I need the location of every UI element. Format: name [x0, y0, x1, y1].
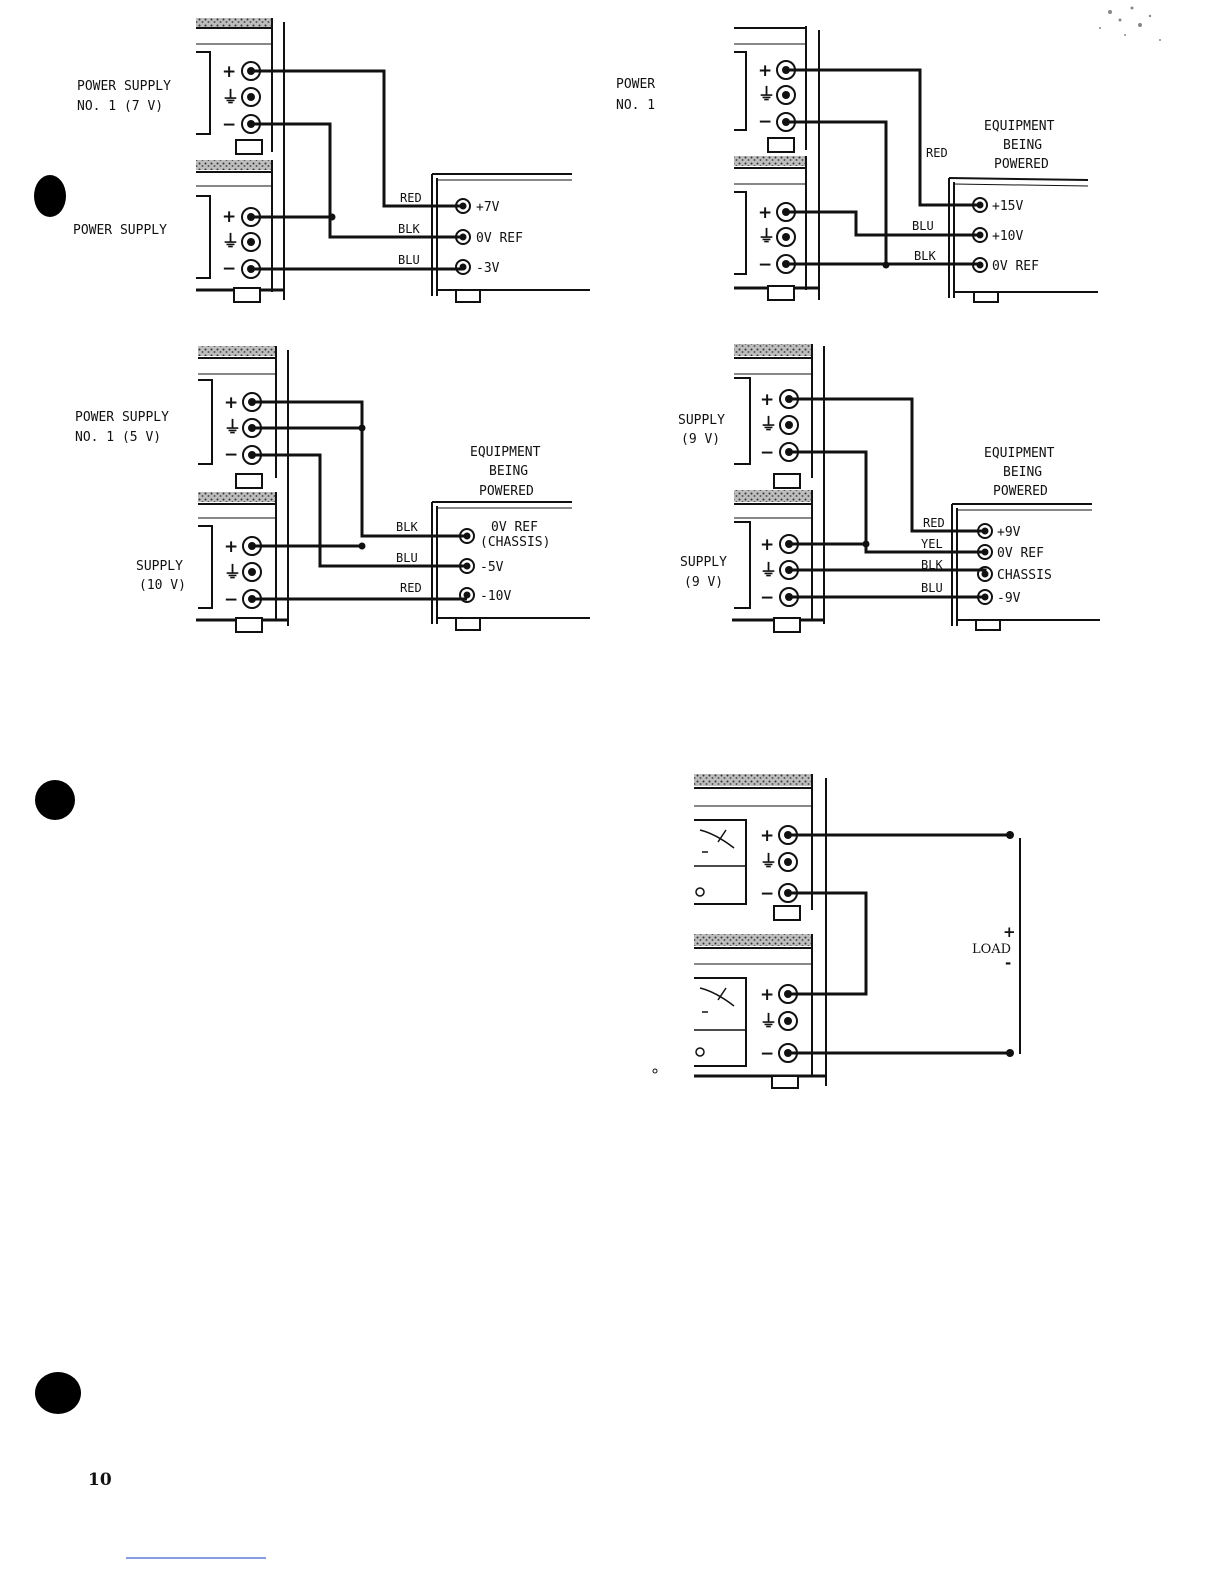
equipment-terminal-0vref: 0V REF: [476, 231, 523, 246]
wire-label-red: RED: [923, 516, 945, 530]
equipment-terminal-0vref: 0V REF: [491, 520, 538, 535]
equipment-terminal-plus10v: +10V: [992, 229, 1023, 244]
terminal-symbol-plus: +: [222, 207, 236, 227]
load-plus-label: +: [1003, 923, 1016, 941]
equipment-terminal-0vref: 0V REF: [992, 259, 1039, 274]
terminal-symbol-minus: −: [760, 1044, 774, 1064]
equipment-terminal-minus5v: -5V: [480, 560, 504, 575]
terminal-symbol-plus: +: [224, 393, 238, 413]
terminal-symbol-minus: −: [760, 588, 774, 608]
wire-label-blk: BLK: [914, 249, 936, 263]
diagram-series-load: + ⏚ − + ⏚ − + LOAD -: [652, 774, 1021, 1089]
supply-2-label-line2: (9 V): [684, 575, 723, 590]
equipment-terminal-plus9v: +9V: [997, 525, 1021, 540]
wire-label-blk: BLK: [396, 520, 418, 534]
terminal-symbol-plus: +: [760, 826, 774, 846]
terminal-symbol-minus: −: [224, 590, 238, 610]
terminal-symbol-minus: −: [222, 259, 236, 279]
equipment-terminal-chassis: (CHASSIS): [480, 535, 550, 550]
terminal-symbol-ground: ⏚: [224, 563, 241, 583]
wire-label-blu: BLU: [396, 551, 418, 565]
wire-label-red: RED: [400, 191, 422, 205]
terminal-symbol-ground: ⏚: [758, 85, 775, 105]
meter-scale-icon: [699, 987, 735, 1013]
wire-label-blk: BLK: [398, 222, 420, 236]
terminal-symbol-minus: −: [222, 115, 236, 135]
equipment-terminal-chassis: CHASSIS: [997, 568, 1052, 583]
supply-1-label-line2: (9 V): [681, 432, 720, 447]
diagram-negative-5v-10v: + ⏚ − + ⏚ − POWER SUPPLY NO. 1 (5 V) SUP…: [75, 346, 590, 633]
terminal-symbol-minus: −: [224, 445, 238, 465]
wire-label-red: RED: [926, 146, 948, 160]
supply-1-label-line1: POWER SUPPLY: [77, 79, 171, 94]
terminal-symbol-ground: ⏚: [224, 418, 241, 438]
wire-label-blk: BLK: [921, 558, 943, 572]
terminal-symbol-plus: +: [224, 537, 238, 557]
supply-2-label: POWER SUPPLY: [73, 223, 167, 238]
terminal-symbol-ground: ⏚: [760, 1012, 777, 1032]
meter-scale-icon: [699, 829, 735, 853]
terminal-symbol-ground: ⏚: [760, 415, 777, 435]
terminal-symbol-ground: ⏚: [760, 561, 777, 581]
supply-2-label-line2: (10 V): [139, 578, 186, 593]
wire-label-red: RED: [400, 581, 422, 595]
punch-hole-top: [34, 175, 66, 217]
terminal-symbol-minus: −: [760, 443, 774, 463]
diagram-parallel-15v-10v: + ⏚ − + ⏚ − POWER NO. 1 EQUIPMENT BEING …: [616, 26, 1098, 303]
equipment-label-line3: POWERED: [479, 484, 534, 499]
equipment-terminal-minus10v: -10V: [480, 589, 511, 604]
supply-1-label-line2: NO. 1 (5 V): [75, 430, 161, 445]
equipment-terminal-plus7v: +7V: [476, 200, 500, 215]
print-speckle: [1099, 6, 1161, 41]
supply-2-label-line1: SUPPLY: [136, 559, 183, 574]
terminal-symbol-plus: +: [760, 390, 774, 410]
supply-1-label-line1: SUPPLY: [678, 413, 725, 428]
equipment-label-line3: POWERED: [993, 484, 1048, 499]
meter-knob-icon: [695, 1047, 705, 1057]
wire-label-blu: BLU: [921, 581, 943, 595]
terminal-symbol-plus: +: [760, 535, 774, 555]
terminal-symbol-ground: ⏚: [758, 227, 775, 247]
punch-hole-bottom: [35, 1372, 81, 1414]
equipment-label-line1: EQUIPMENT: [984, 119, 1055, 134]
meter-knob-icon: [695, 887, 705, 897]
terminal-symbol-minus: −: [758, 255, 772, 275]
equipment-label-line1: EQUIPMENT: [984, 446, 1055, 461]
terminal-symbol-ground: ⏚: [222, 88, 239, 108]
equipment-label-line3: POWERED: [994, 157, 1049, 172]
wires: [251, 69, 463, 271]
equipment-terminal-plus15v: +15V: [992, 199, 1023, 214]
terminal-symbol-plus: +: [222, 62, 236, 82]
page-number: 10: [88, 1470, 112, 1490]
supply-1-label-line1: POWER: [616, 77, 655, 92]
wire-label-blu: BLU: [398, 253, 420, 267]
equipment-label-line2: BEING: [489, 464, 528, 479]
diagram-dual-9v: + ⏚ − + ⏚ − SUPPLY (9 V) SUPPLY (9 V) EQ…: [678, 344, 1100, 633]
equipment-terminal-minus9v: -9V: [997, 591, 1021, 606]
equipment-label-line1: EQUIPMENT: [470, 445, 541, 460]
diagram-series-7v-3v: + ⏚ − + ⏚ − POWER SUPPLY NO. 1 (7 V) POW…: [73, 18, 590, 303]
load-label: LOAD: [972, 942, 1011, 957]
wire-label-yel: YEL: [921, 537, 943, 551]
equipment-label-line2: BEING: [1003, 465, 1042, 480]
load-minus-label: -: [1005, 954, 1011, 972]
equipment-terminal-0vref: 0V REF: [997, 546, 1044, 561]
terminal-symbol-plus: +: [758, 203, 772, 223]
terminal-symbol-minus: −: [760, 884, 774, 904]
equipment-label-line2: BEING: [1003, 138, 1042, 153]
terminal-symbol-ground: ⏚: [760, 852, 777, 872]
equipment-terminal-minus3v: -3V: [476, 261, 500, 276]
supply-2-label-line1: SUPPLY: [680, 555, 727, 570]
terminal-symbol-plus: +: [760, 985, 774, 1005]
binding-holes: [34, 175, 81, 1414]
supply-1-label-line2: NO. 1: [616, 98, 655, 113]
wire-label-blu: BLU: [912, 219, 934, 233]
terminal-symbol-plus: +: [758, 61, 772, 81]
supply-1-label-line2: NO. 1 (7 V): [77, 99, 163, 114]
supply-1-label-line1: POWER SUPPLY: [75, 410, 169, 425]
terminal-symbol-minus: −: [758, 112, 772, 132]
terminal-symbol-ground: ⏚: [222, 232, 239, 252]
punch-hole-middle: [35, 780, 75, 820]
